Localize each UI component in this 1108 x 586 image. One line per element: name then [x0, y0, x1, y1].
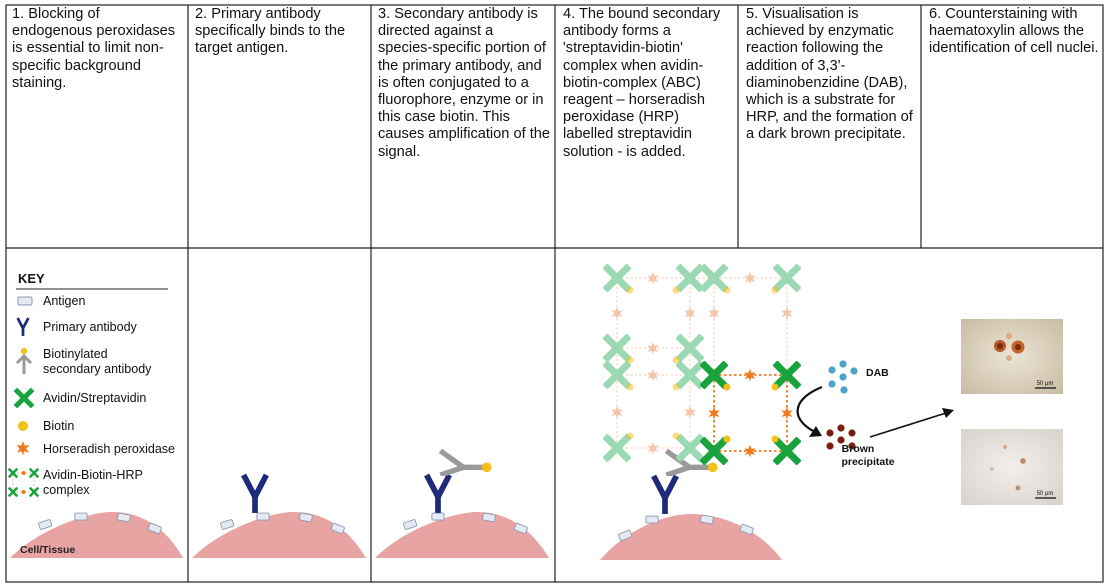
step-2-number: 2. — [195, 6, 208, 22]
step-2-text: 2. Primary antibody specifically binds t… — [195, 6, 365, 58]
tissue-panel-1: Cell/Tissue — [10, 512, 183, 558]
key-item-biotinylated: Biotinylated — [43, 347, 108, 361]
step-4-number: 4. — [563, 6, 576, 22]
step-3-text: 3. Secondary antibody is directed agains… — [378, 6, 550, 161]
reaction-arrow — [796, 385, 823, 433]
step-6-number: 6. — [929, 6, 942, 22]
step-1-text: 1. Blocking of endogenous peroxidases is… — [12, 6, 182, 92]
key-item-avidin-streptavidin: Avidin/Streptavidin — [43, 391, 146, 405]
step-1-number: 1. — [12, 6, 25, 22]
biotin-icon — [18, 421, 28, 431]
primary-antibody — [654, 476, 677, 514]
key-item-biotin: Biotin — [43, 419, 74, 433]
micrograph-scale-label-2: 50 µm — [1037, 491, 1054, 497]
step-4-description: The bound secondary antibody forms a 'st… — [563, 6, 721, 160]
cell-tissue — [10, 512, 183, 558]
horseradish-peroxidase-icon — [16, 441, 30, 456]
biotins — [626, 286, 779, 443]
reaction-arrowhead — [809, 426, 822, 437]
micrograph-scale-label-1: 50 µm — [1037, 381, 1054, 387]
biotinylated-secondary-antibody — [440, 451, 491, 475]
step-1-description: Blocking of endogenous peroxidases is es… — [12, 6, 176, 91]
to-micrograph-arrowhead — [942, 408, 954, 418]
key-item-secondary-antibody: secondary antibody — [43, 362, 152, 376]
dab-molecules — [828, 360, 858, 394]
primary-antibody-icon — [16, 316, 30, 337]
tissue-panel-3 — [375, 451, 549, 558]
primary-antibody — [244, 475, 267, 513]
brown-precipitate-label-line1: Brown — [842, 443, 875, 455]
step-4-text: 4. The bound secondary antibody forms a … — [563, 6, 733, 161]
panel-grid — [5, 4, 1104, 583]
to-micrograph-arrow — [869, 412, 947, 438]
step-5-description: Visualisation is achieved by enzymatic r… — [746, 6, 913, 143]
micrograph-dab-stained: 50 µm — [961, 319, 1063, 394]
brown-precipitate — [826, 424, 856, 450]
brown-precipitate-label-line2: precipitate — [841, 456, 894, 468]
avidin-streptavidin-icon — [17, 391, 31, 405]
key-panel: KEY Antigen Primary antibody Biotinylate… — [8, 271, 175, 497]
key-title: KEY — [18, 271, 45, 286]
step-6-description: Counterstaining with haematoxylin allows… — [929, 6, 1099, 57]
key-item-complex-line1: Avidin-Biotin-HRP — [43, 468, 143, 482]
micrograph-counterstained: 50 µm — [961, 429, 1063, 505]
key-item-horseradish-peroxidase: Horseradish peroxidase — [43, 442, 175, 456]
key-item-complex-line2: complex — [43, 483, 90, 497]
biotinylated-secondary-antibody-icon — [15, 347, 33, 374]
step-5-text: 5. Visualisation is achieved by enzymati… — [746, 6, 916, 144]
step-3-number: 3. — [378, 6, 391, 22]
step-2-description: Primary antibody specifically binds to t… — [195, 6, 346, 57]
tissue-panel-2 — [192, 475, 366, 558]
primary-antibody — [427, 475, 450, 513]
abc-complex-panel: DAB Brown precipitate — [600, 268, 954, 560]
tissue-label: Cell/Tissue — [20, 544, 75, 556]
antigen-icon — [17, 296, 33, 306]
step-3-description: Secondary antibody is directed against a… — [378, 6, 550, 160]
key-item-antigen: Antigen — [43, 294, 85, 308]
avidin-biotin-hrp-complex-icon — [8, 468, 39, 497]
step-6-text: 6. Counterstaining with haematoxylin all… — [929, 6, 1101, 58]
key-item-primary-antibody: Primary antibody — [43, 320, 138, 334]
dab-label: DAB — [866, 367, 889, 379]
step-5-number: 5. — [746, 6, 759, 22]
